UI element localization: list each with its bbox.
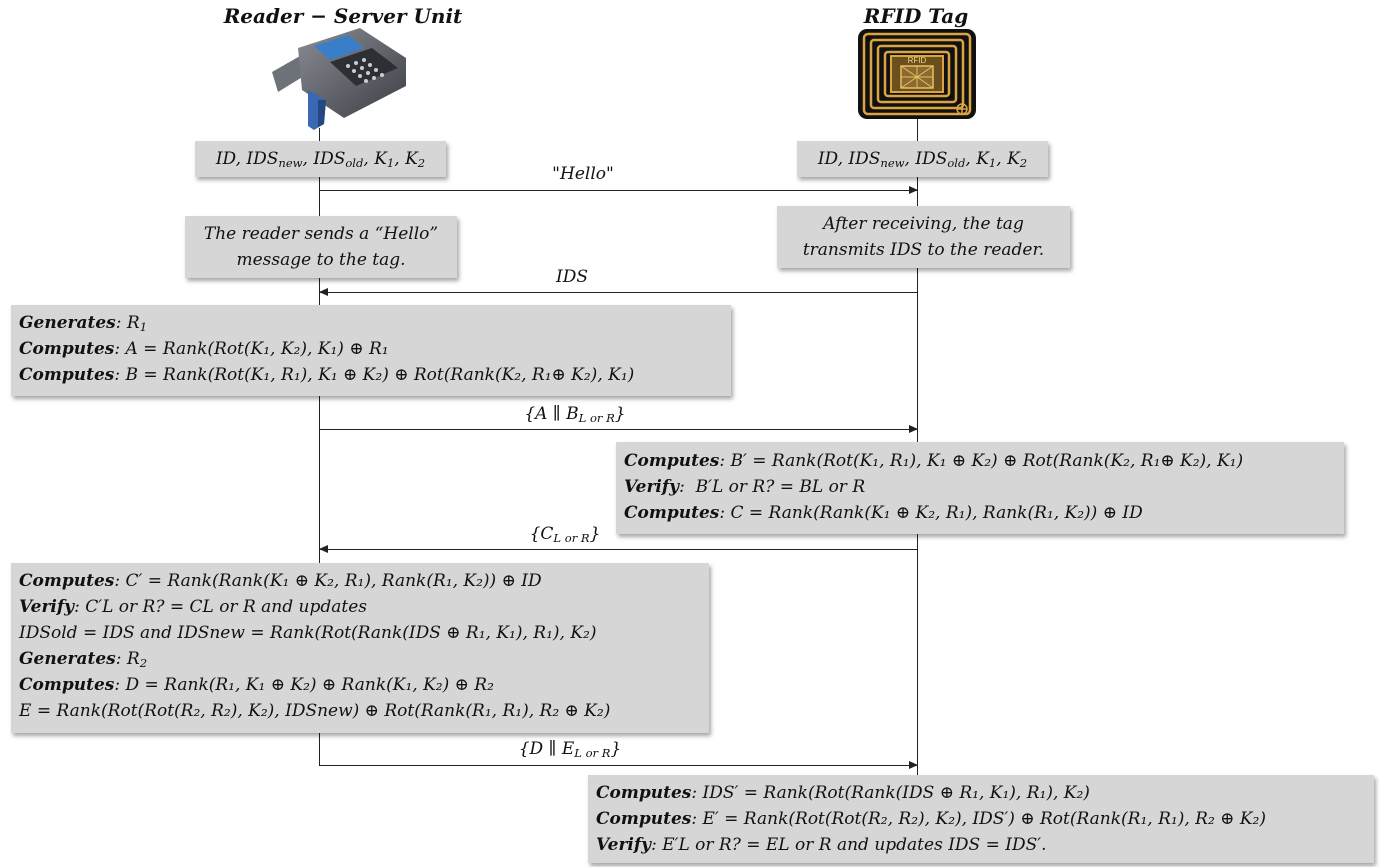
verify-c-line: Verify: C′L or R? = CL or R and updates (19, 597, 367, 617)
de-message-label: {D ∥ EL or R} (518, 739, 622, 761)
computes-bprime-line: Computes: B′ = Rank(Rot(K₁, R₁), K₁ ⊕ K₂… (624, 451, 1244, 471)
computes-b-line: Computes: B = Rank(Rot(K₁, R₁), K₁ ⊕ K₂)… (19, 365, 635, 385)
c-message-label: {CL or R} (529, 524, 601, 546)
computes-a-line: Computes: A = Rank(Rot(K₁, K₂), K₁) ⊕ R₁ (19, 339, 389, 359)
computes-d-line: Computes: D = Rank(R₁, K₁ ⊕ K₂) ⊕ Rank(K… (19, 675, 494, 695)
ids-message-label: IDS (556, 267, 588, 287)
ids-update-line: IDSold = IDS and IDSnew = Rank(Rot(Rank(… (19, 623, 597, 643)
compute-e-line: E = Rank(Rot(Rot(R₂, R₂), K₂), IDSnew) ⊕… (19, 701, 611, 721)
tag-step2-box: Computes: B′ = Rank(Rot(K₁, R₁), K₁ ⊕ K₂… (616, 442, 1344, 534)
computes-cprime-line: Computes: C′ = Rank(Rank(K₁ ⊕ K₂, R₁), R… (19, 571, 542, 591)
reader-initial-state: ID, IDSnew, IDSold, K1, K2 (195, 141, 446, 177)
ab-message-label: {A ∥ BL or R} (524, 404, 626, 426)
de-arrow (320, 759, 918, 771)
computes-eprime-line: Computes: E′ = Rank(Rot(Rot(R₂, R₂), K₂)… (596, 809, 1266, 829)
computes-idsprime-line: Computes: IDS′ = Rank(Rot(Rank(IDS ⊕ R₁,… (596, 783, 1090, 803)
verify-e-line: Verify: E′L or R? = EL or R and updates … (596, 835, 1047, 855)
handheld-rfid-reader-icon (272, 28, 406, 130)
c-arrow (319, 543, 917, 555)
rfid-tag-icon: RFID (858, 29, 976, 119)
reader-lifeline (319, 128, 321, 766)
ids-arrow (319, 286, 917, 298)
reader-header: Reader − Server Unit (223, 4, 463, 28)
tag-step4-box: Computes: IDS′ = Rank(Rot(Rank(IDS ⊕ R₁,… (588, 775, 1374, 863)
tag-header: RFID Tag (863, 4, 969, 28)
hello-message-label: "Hello" (552, 164, 614, 184)
reader-hello-note: The reader sends a “Hello” message to th… (185, 216, 457, 278)
tag-initial-state: ID, IDSnew, IDSold, K1, K2 (797, 141, 1048, 177)
generates-r1-line: Generates: R1 (19, 313, 148, 335)
generates-r2-line: Generates: R2 (19, 649, 148, 671)
ab-arrow (320, 423, 918, 435)
tag-chip-label: RFID (908, 56, 927, 65)
reader-step3-box: Computes: C′ = Rank(Rank(K₁ ⊕ K₂, R₁), R… (11, 563, 709, 733)
hello-arrow (320, 184, 918, 196)
verify-b-line: Verify: B′L or R? = BL or R (624, 477, 866, 497)
tag-ids-note: After receiving, the tag transmits IDS t… (777, 206, 1070, 268)
reader-step1-box: Generates: R1 Computes: A = Rank(Rot(K₁,… (11, 305, 731, 396)
computes-c-line: Computes: C = Rank(Rank(K₁ ⊕ K₂, R₁), Ra… (624, 503, 1143, 523)
